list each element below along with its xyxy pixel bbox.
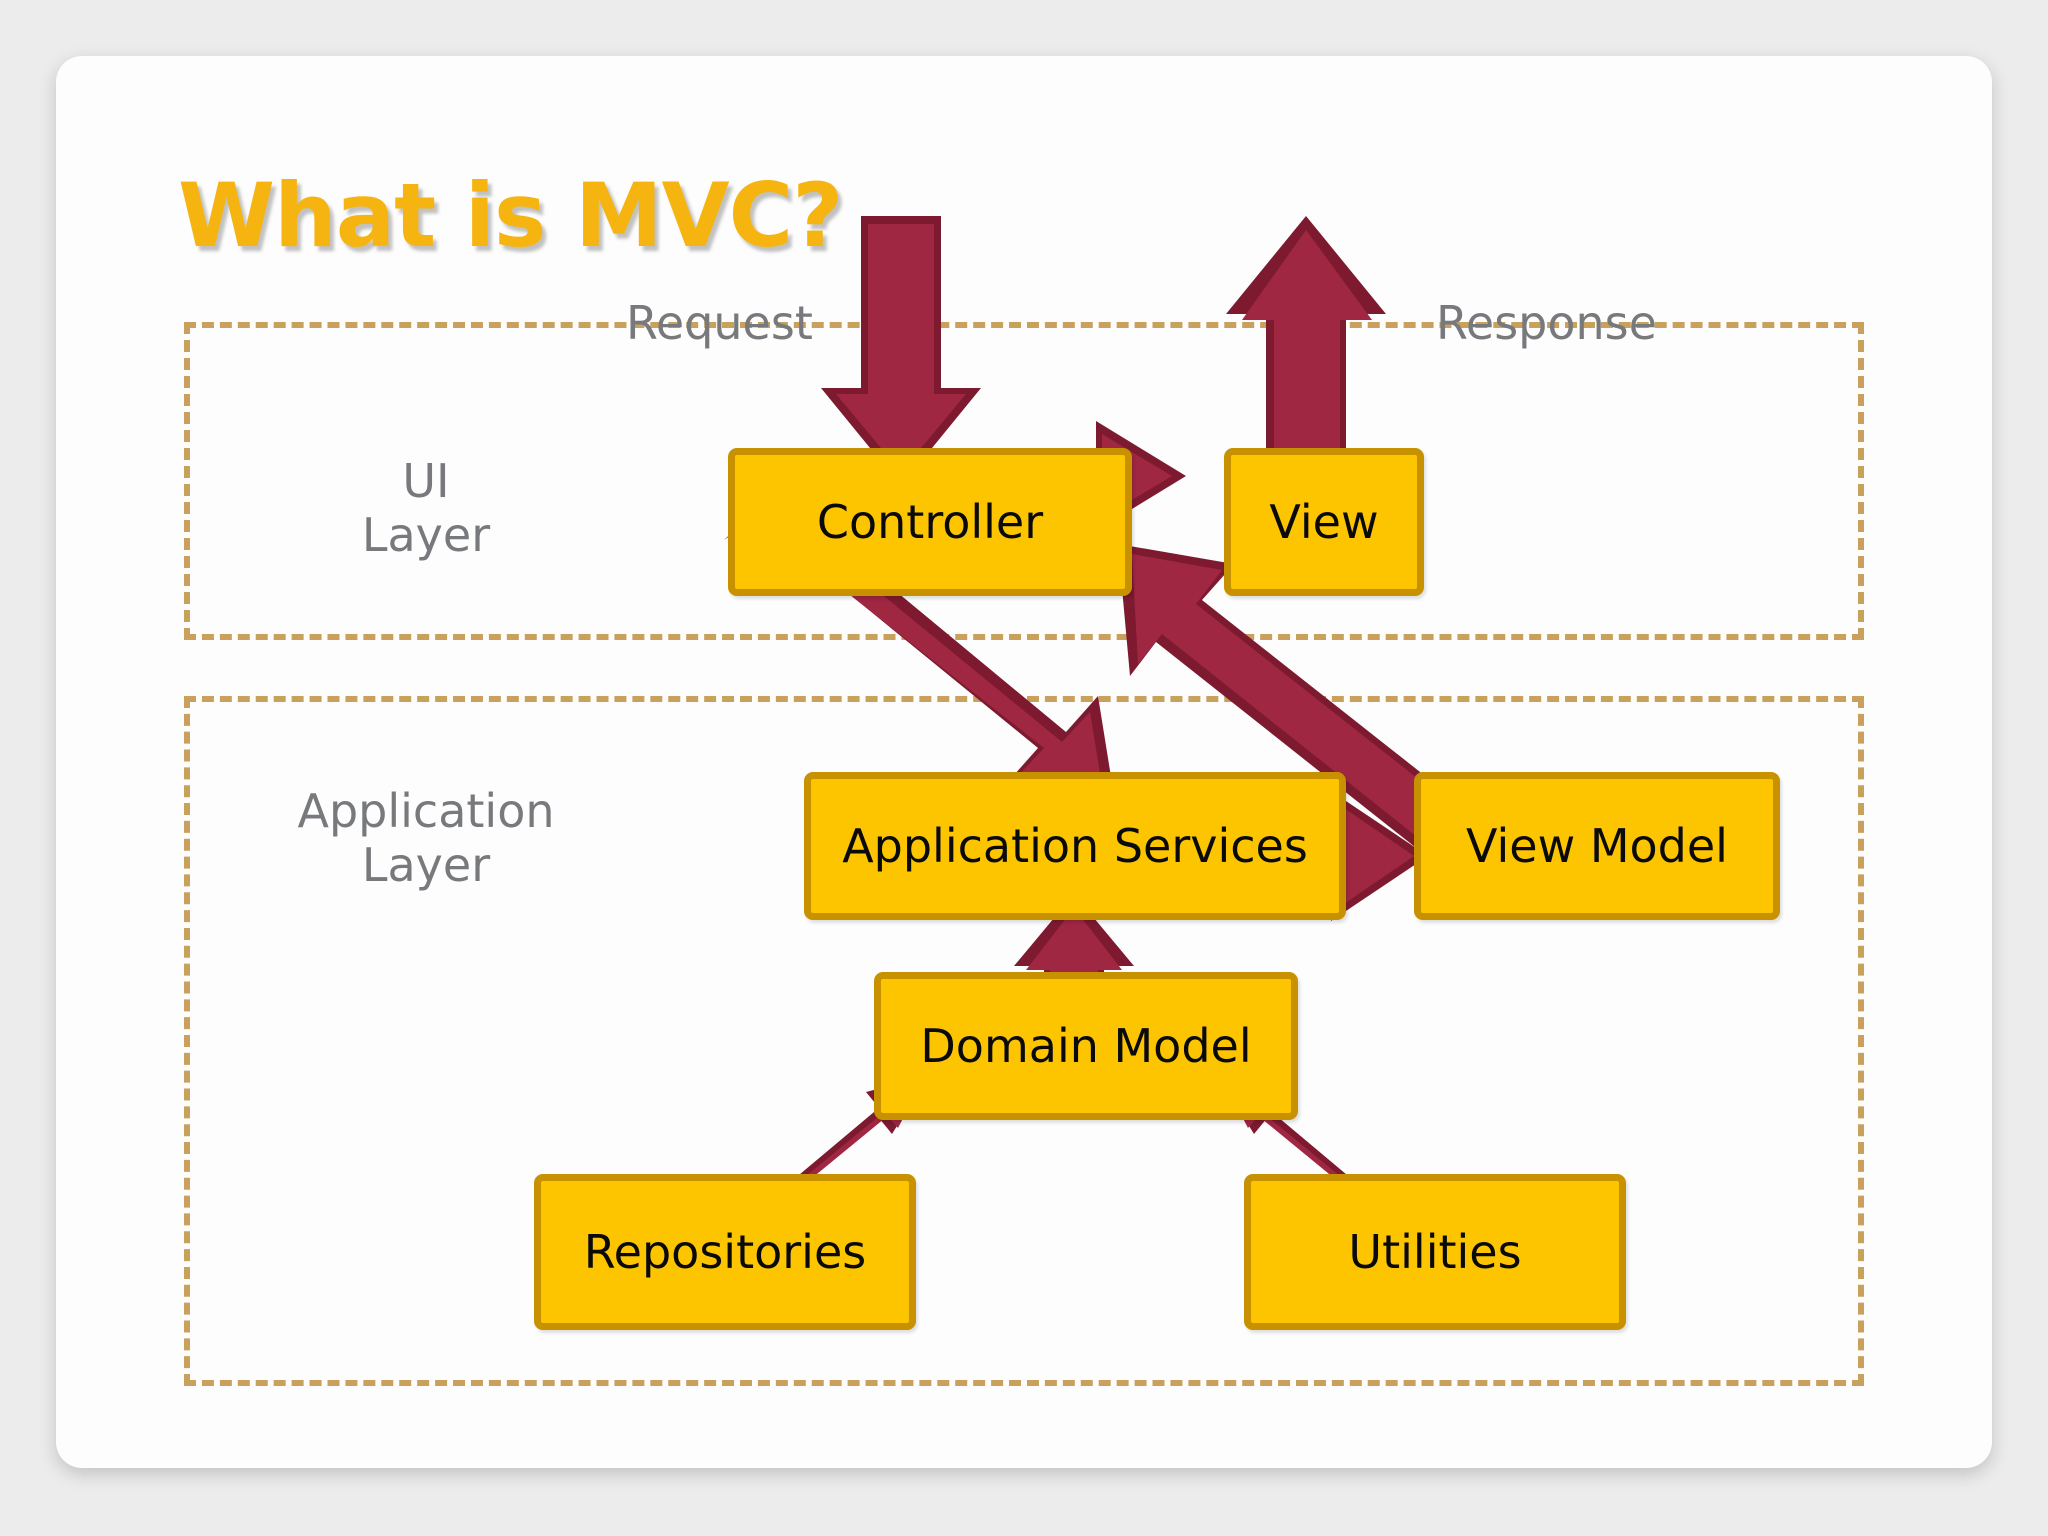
page-title: What is MVC? [178, 164, 843, 267]
node-view-model[interactable]: View Model [1414, 772, 1780, 920]
node-repositories[interactable]: Repositories [534, 1174, 916, 1330]
application-layer-label: Application Layer [297, 784, 555, 893]
slide-card: What is MVC? UI Layer Application Layer … [56, 56, 1992, 1468]
node-domain-model[interactable]: Domain Model [874, 972, 1298, 1120]
response-label: Response [1436, 296, 1657, 350]
node-view[interactable]: View [1224, 448, 1424, 596]
node-application-services[interactable]: Application Services [804, 772, 1346, 920]
ui-layer-label: UI Layer [361, 454, 491, 563]
node-controller[interactable]: Controller [728, 448, 1132, 596]
node-utilities[interactable]: Utilities [1244, 1174, 1626, 1330]
request-label: Request [626, 296, 813, 350]
